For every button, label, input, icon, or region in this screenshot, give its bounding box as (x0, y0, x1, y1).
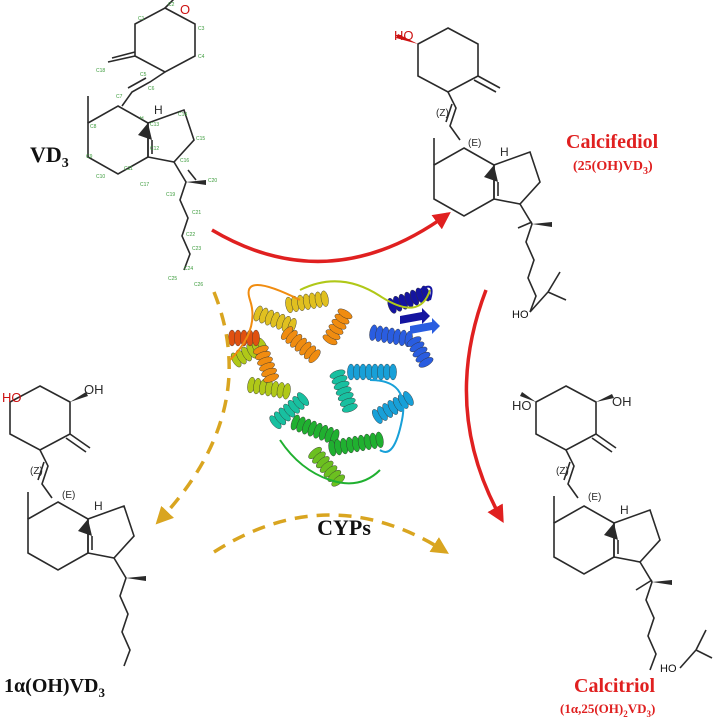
protein-helix (230, 337, 268, 368)
stereo-z: (Z) (436, 108, 449, 119)
svg-text:C18: C18 (96, 68, 105, 74)
protein-helix (308, 446, 345, 487)
svg-text:C3: C3 (198, 26, 205, 32)
svg-text:C25: C25 (168, 276, 177, 282)
protein-helix (387, 285, 431, 314)
svg-text:C9: C9 (86, 154, 93, 160)
arrow-alfacalcidol-to-calcitriol (213, 513, 449, 554)
svg-text:H: H (140, 116, 144, 122)
hydroxyl-label: HO (2, 390, 22, 405)
hydroxyl-label: HO (394, 28, 414, 43)
molecule-alfacalcidol: HO OH (Z) (E) 1α(OH)VD3 (2, 382, 147, 700)
hydroxyl-label: OH (84, 382, 104, 397)
stereo-e: (E) (468, 138, 481, 149)
arrow-vd3-to-alfacalcidol (155, 291, 231, 525)
svg-text:C12: C12 (150, 146, 159, 152)
protein-loop (229, 284, 301, 361)
protein-helix (228, 329, 260, 347)
protein-helix (247, 376, 291, 400)
svg-text:C26: C26 (194, 282, 203, 288)
svg-text:C21: C21 (192, 210, 201, 216)
hydroxyl-label: O (180, 2, 190, 17)
svg-text:C20: C20 (208, 178, 217, 184)
hydroxyl-label: HO (512, 398, 532, 413)
svg-text:C14: C14 (178, 112, 187, 118)
calcifediol-name: Calcifediol (566, 131, 659, 153)
alfacalcidol-name: 1α(OH)VD3 (4, 675, 105, 700)
svg-text:C11: C11 (124, 166, 133, 172)
svg-text:C24: C24 (184, 266, 193, 272)
svg-text:C13: C13 (150, 122, 159, 128)
svg-text:C23: C23 (192, 246, 201, 252)
protein-helix (369, 324, 413, 348)
svg-text:C22: C22 (186, 232, 195, 238)
svg-text:C4: C4 (198, 54, 205, 60)
protein-helix (328, 431, 384, 457)
svg-text:C8: C8 (90, 124, 97, 130)
stereo-z: (Z) (30, 466, 43, 477)
protein-helix (285, 290, 329, 314)
protein-sheet (400, 308, 430, 324)
svg-text:C19: C19 (166, 192, 175, 198)
protein-loop (279, 439, 381, 485)
protein-helix (372, 391, 414, 424)
protein-helix (347, 363, 397, 381)
hydroxyl-label: HO (660, 663, 677, 675)
stereo-e: (E) (588, 492, 601, 503)
protein-ribbons (228, 280, 440, 487)
protein-helix (322, 308, 353, 346)
protein-helix (290, 414, 340, 445)
svg-text:C6: C6 (148, 86, 155, 92)
vd3-name: VD3 (30, 142, 69, 171)
protein-loop (419, 285, 433, 301)
calcitriol-name: Calcitriol (574, 675, 656, 697)
protein-loop (299, 280, 431, 309)
vd3-atom-labels: C1 C2 C3 C4 C5 C6 C7 C8 C9 C10 C11 C12 C… (86, 2, 217, 288)
molecule-calcifediol: HO HO (Z) (E) Calcifediol (25(OH)VD3) (394, 27, 659, 321)
svg-text:C10: C10 (96, 174, 105, 180)
protein-helix (280, 326, 321, 363)
protein-helix (269, 392, 310, 429)
protein-helix (406, 336, 434, 368)
calcitriol-subname: (1α,25(OH)2VD3) (560, 701, 655, 719)
svg-text:C17: C17 (140, 182, 149, 188)
protein-loop (369, 379, 405, 453)
calcifediol-subname: (25(OH)VD3) (573, 159, 653, 177)
svg-text:C5: C5 (140, 72, 147, 78)
svg-text:C1: C1 (138, 16, 145, 22)
cyp-protein-structure: CYPs (228, 280, 440, 540)
stereo-e: (E) (62, 490, 75, 501)
svg-text:C2: C2 (168, 2, 175, 8)
stereo-z: (Z) (556, 466, 569, 477)
hydroxyl-label: OH (612, 394, 632, 409)
molecule-vd3: O VD3 C1 C2 C3 C4 C5 C6 C7 C8 C9 C10 C11… (30, 0, 217, 288)
arrow-vd3-to-calcifediol (211, 211, 451, 264)
svg-text:C7: C7 (116, 94, 123, 100)
protein-sheet (410, 318, 440, 334)
molecule-calcitriol: HO OH HO (Z) (E) Calcitriol (1α,25(OH)2V… (512, 385, 713, 719)
protein-helix (253, 345, 279, 383)
hydroxyl-label: HO (512, 309, 529, 321)
svg-text:C15: C15 (196, 136, 205, 142)
protein-helix (329, 369, 358, 413)
arrow-calcifediol-to-calcitriol (464, 289, 504, 524)
svg-text:C16: C16 (180, 158, 189, 164)
